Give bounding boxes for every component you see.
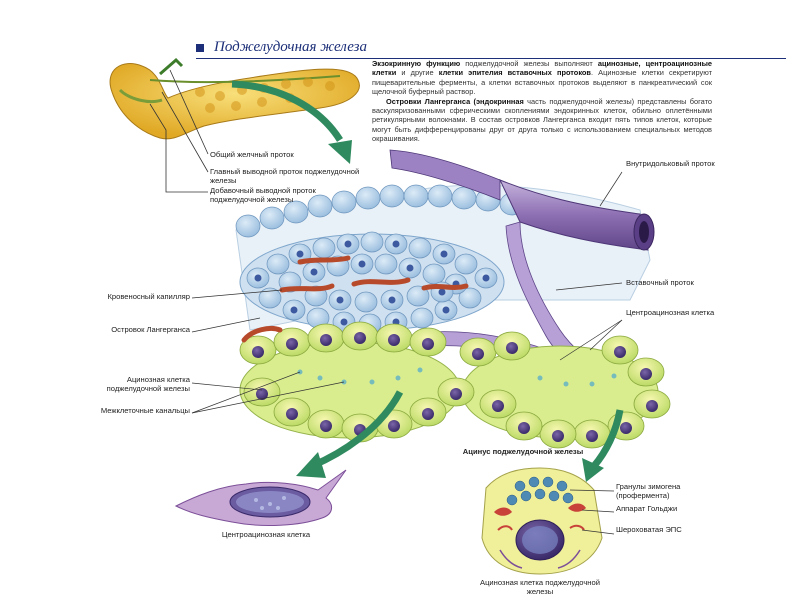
intralobular-duct (389, 149, 655, 251)
caption-centroacinar-cell: Центроацинозная клетка (221, 530, 311, 539)
zoom-arrow-top (231, 80, 352, 164)
description-text: Экзокринную функцию поджелудочной железы… (372, 59, 712, 144)
label-zymogen-granules: Гранулы зимогена (профермента) (616, 482, 681, 500)
text-segment: поджелудочной железы выполняют (460, 59, 598, 68)
paragraph-exocrine: Экзокринную функцию поджелудочной железы… (372, 59, 712, 97)
text-segment: . Ацинозные клетки секретируют пищеварит… (372, 68, 712, 97)
label-accessory-pancreatic-duct: Добавочный выводной проток поджелудочной… (210, 186, 316, 204)
paragraph-islets: Островки Лангерганса (эндокринная часть … (372, 97, 712, 144)
left-leader-lines (191, 289, 345, 414)
term-exocrine: Экзокринную функцию (372, 59, 461, 68)
acinus-detail (481, 467, 615, 575)
organ-leader-lines (149, 69, 209, 193)
label-blood-capillary: Кровеносный капилляр (107, 292, 190, 301)
text-segment: и другие (396, 68, 439, 78)
label-acinar-cell: Ацинозная клетка поджелудочной железы (106, 375, 190, 393)
centroacinar-cell-detail (174, 469, 347, 526)
label-centroacinar-cell: Центроацинозная клетка (626, 308, 715, 317)
label-intralobular-duct: Внутридольковый проток (626, 159, 715, 168)
right-leader-lines (555, 171, 623, 361)
term-duct-epithelium: клетки эпителия вставочных протоков (438, 68, 591, 78)
page-header: Поджелудочная железа (196, 38, 786, 59)
text-segment: часть поджелудочной железы) представлены… (372, 96, 712, 144)
page-title: Поджелудочная железа (214, 39, 368, 55)
pancreas-organ (109, 57, 360, 140)
acinus-leader-lines (569, 489, 615, 535)
label-golgi-apparatus: Аппарат Гольджи (616, 504, 678, 513)
label-acinus-title: Ацинус поджелудочной железы (462, 447, 584, 456)
zoom-arrow-right (582, 409, 624, 482)
label-intercellular-canaliculi: Межклеточные канальцы (100, 406, 190, 415)
lower-acini (239, 321, 671, 449)
term-islets: Островки Лангерганса (эндокринная (386, 96, 524, 106)
label-islet-of-langerhans: Островок Лангерганса (111, 325, 190, 334)
label-main-pancreatic-duct: Главный выводной проток поджелудочной же… (210, 167, 360, 185)
term-acinar-cells: ацинозные, центроацинозные клетки (372, 59, 712, 78)
islet-capillaries (279, 255, 469, 293)
header-square-icon (196, 44, 204, 52)
caption-acinar-cell: Ацинозная клетка поджелудочной железы (480, 578, 600, 596)
label-common-bile-duct: Общий желчный проток (210, 150, 294, 159)
label-intercalated-duct: Вставочный проток (626, 278, 694, 287)
islet-of-langerhans (239, 231, 505, 335)
label-rough-er: Шероховатая ЭПС (616, 525, 682, 534)
zoom-arrow-left (296, 390, 404, 478)
